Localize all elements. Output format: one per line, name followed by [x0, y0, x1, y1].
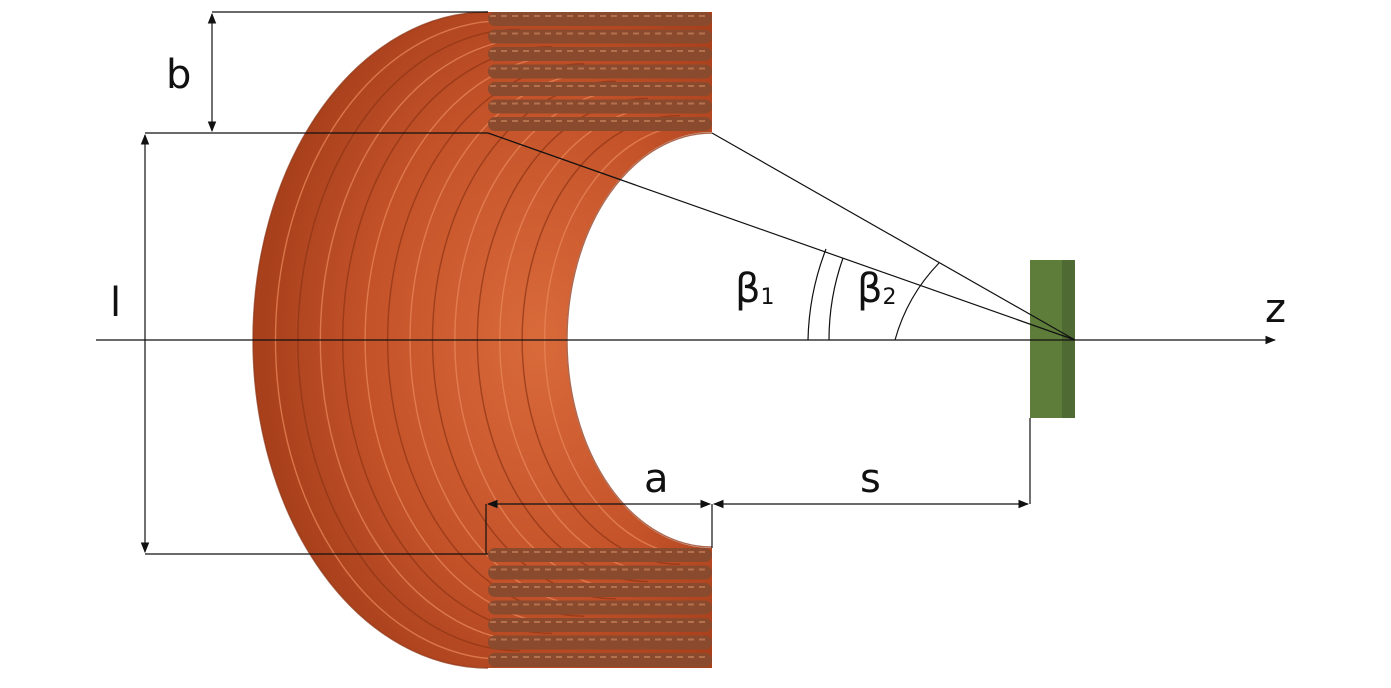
coil-winding-end — [488, 29, 712, 44]
beta2-label: β2 — [857, 266, 897, 312]
dimension-s-label: s — [860, 456, 881, 502]
sight-line-beta2 — [711, 132, 1076, 341]
coil-winding-ends-bottom — [488, 548, 712, 667]
dimension-l-label: l — [110, 280, 121, 326]
coil-winding-end — [488, 635, 712, 650]
dimension-l: l — [110, 133, 488, 555]
angle-arc-beta2 — [894, 262, 940, 341]
coil-winding-end — [488, 618, 712, 632]
dimension-s: s — [712, 418, 1031, 509]
z-axis-label: z — [1265, 286, 1286, 332]
coil-winding-end — [488, 64, 712, 79]
coil-winding-end — [488, 548, 712, 562]
angle-arc-beta1-inner — [828, 257, 844, 341]
angle-arcs — [807, 248, 940, 341]
coil-winding-end — [488, 565, 712, 580]
dimension-a: a — [485, 456, 713, 554]
dimension-a-label: a — [644, 456, 669, 502]
coil-winding-end — [488, 47, 712, 61]
coil-winding-end — [488, 600, 712, 615]
sight-line-beta1 — [487, 132, 1076, 341]
detector — [1030, 260, 1075, 418]
coil-winding-end — [488, 583, 712, 597]
coil-winding-end — [488, 99, 712, 114]
dimension-b: b — [145, 11, 488, 134]
angle-arc-beta1-outer — [807, 248, 827, 341]
dimension-b-label: b — [166, 52, 191, 98]
coil-winding-ends-top — [488, 12, 712, 131]
coil-winding-end — [488, 117, 712, 131]
coil-winding-end — [488, 82, 712, 96]
coil-winding-end — [488, 653, 712, 667]
beta1-label: β1 — [735, 266, 775, 312]
coil-winding-end — [488, 12, 712, 26]
